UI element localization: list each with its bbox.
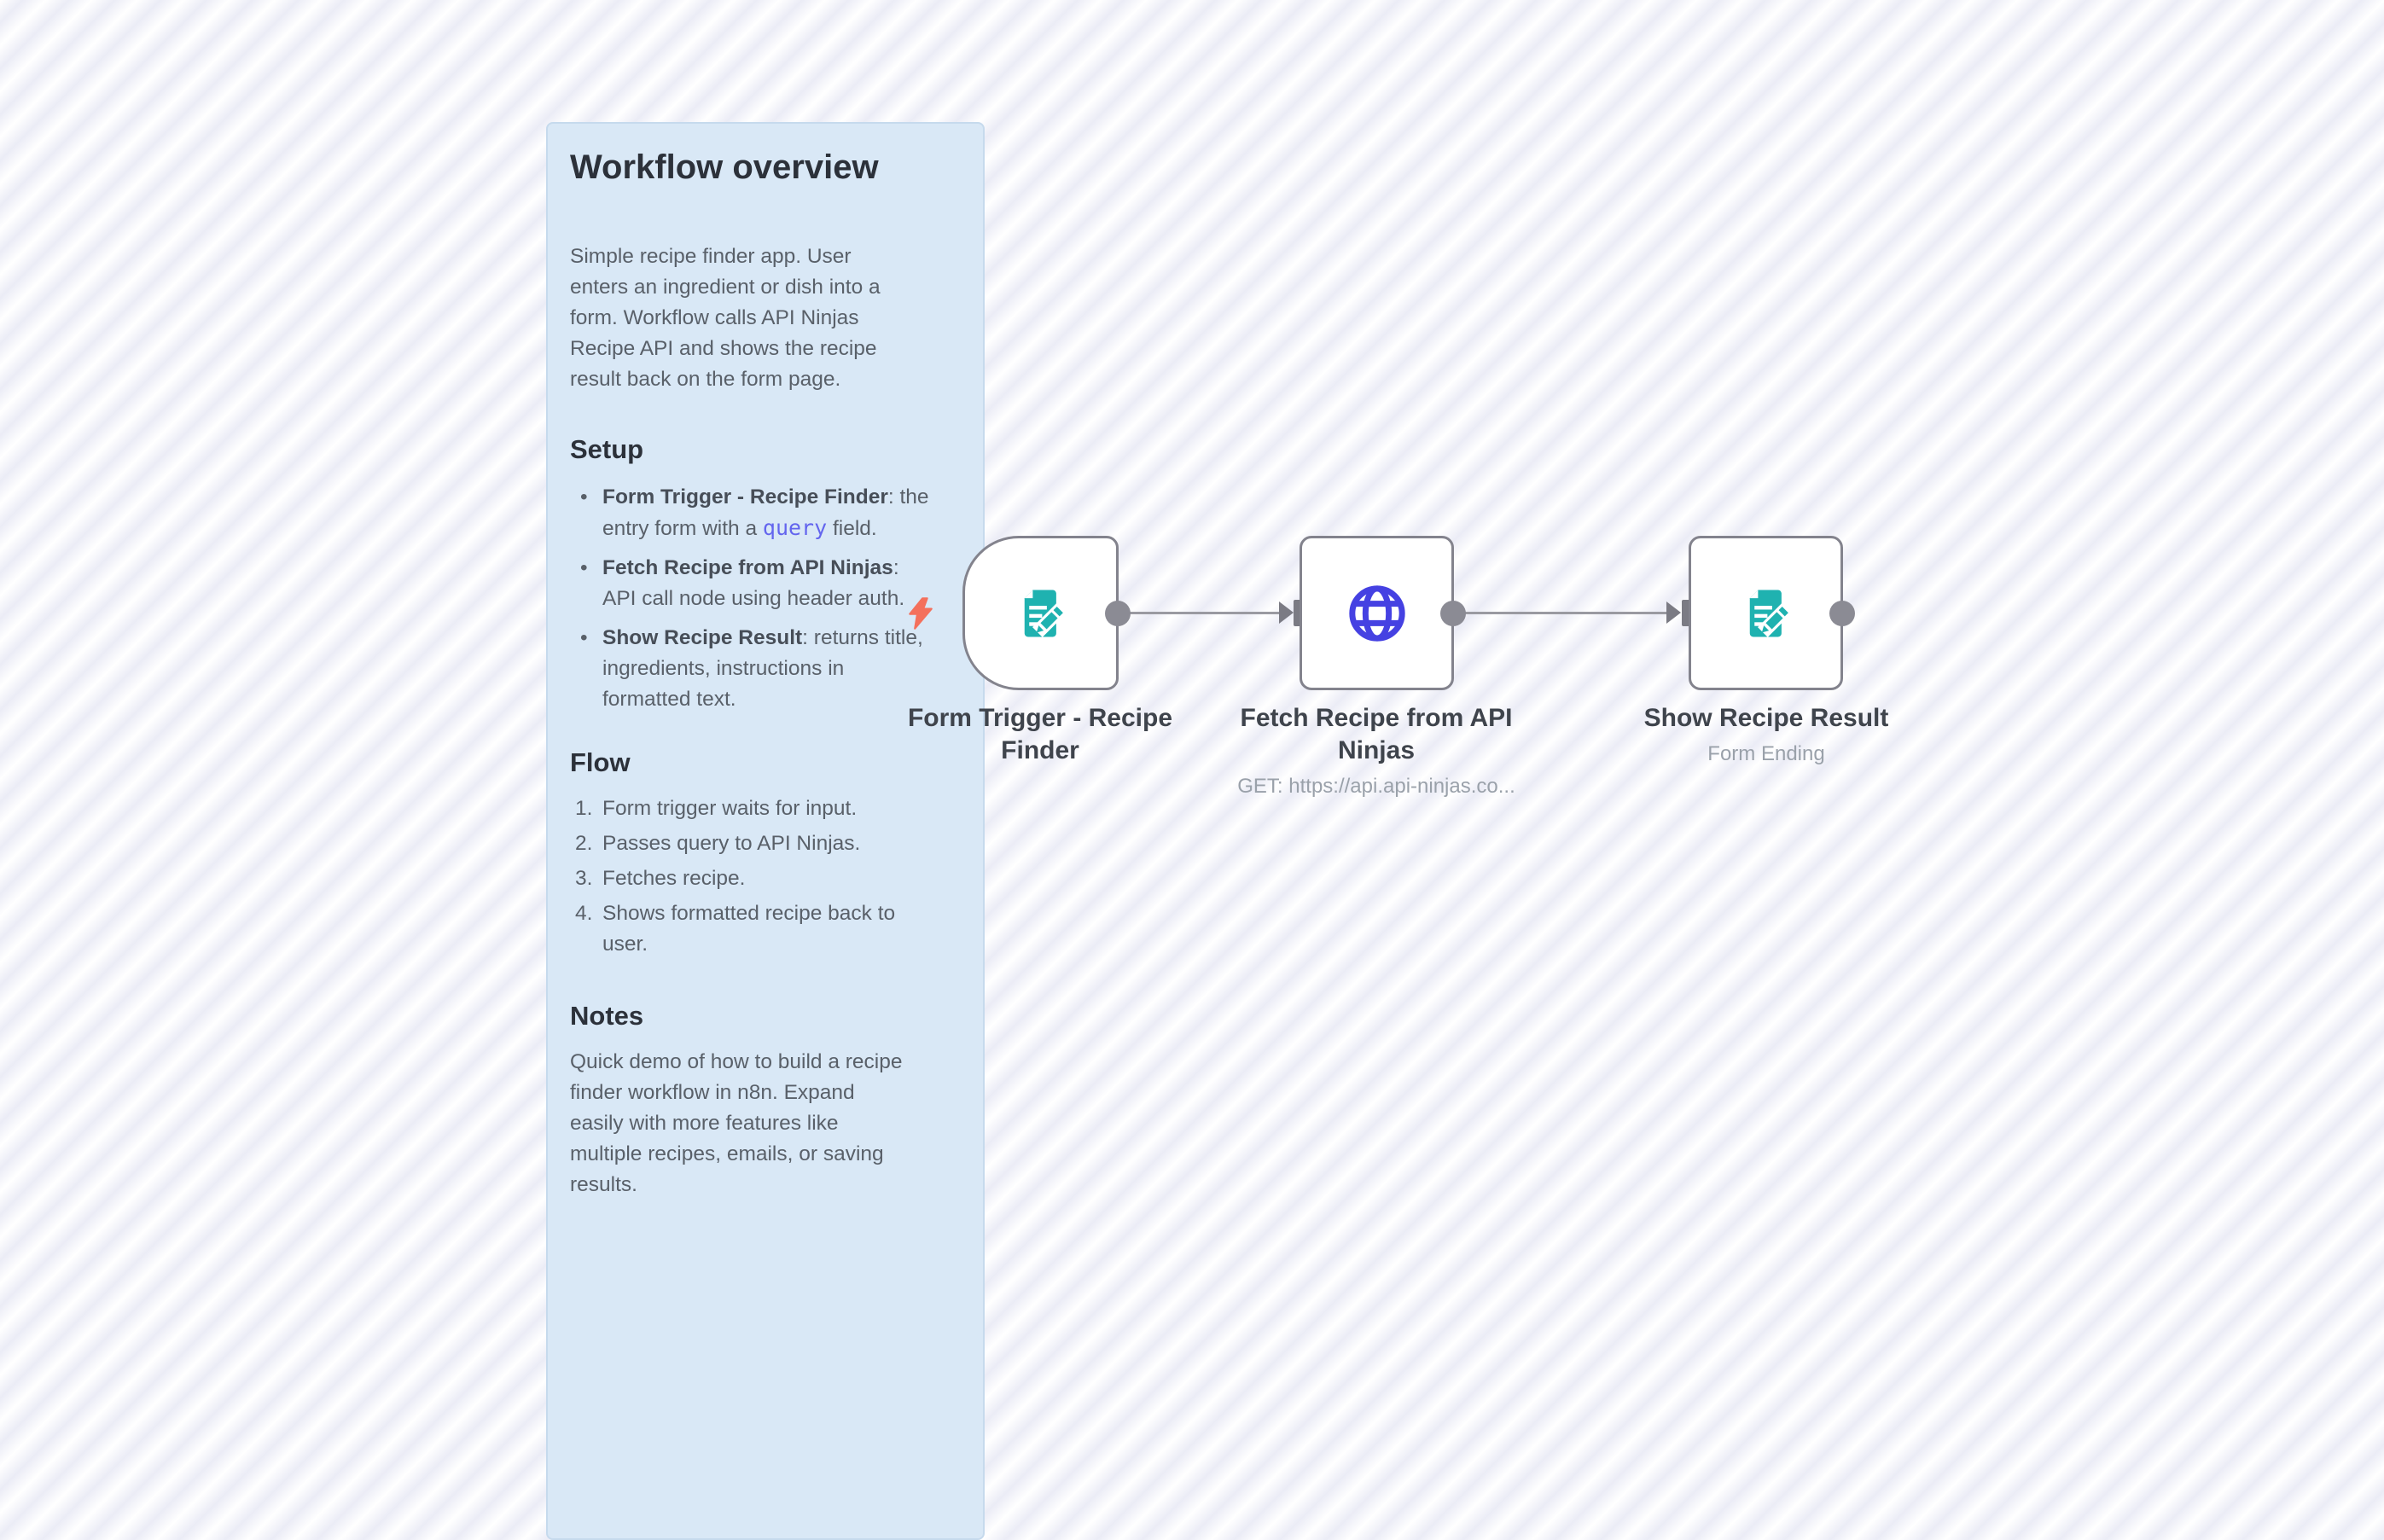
setup-item-fetch-recipe: • Fetch Recipe from API Ninjas: API call… (570, 553, 961, 614)
flow-step: 3. Fetches recipe. (570, 863, 961, 894)
connection-arrowhead (1279, 601, 1294, 624)
bullet-marker: • (580, 485, 588, 508)
sticky-title: Workflow overview (570, 148, 879, 186)
flow-step-text: Fetches recipe. (602, 867, 746, 890)
bullet-marker: • (580, 556, 588, 579)
flow-heading: Flow (570, 747, 631, 777)
node-subtitle: Form Ending (1707, 742, 1825, 765)
bullet-marker: • (580, 626, 588, 649)
notes-line: multiple recipes, emails, or saving (570, 1142, 884, 1165)
notes-line: results. (570, 1173, 637, 1196)
intro-line: result back on the form page. (570, 368, 841, 391)
node-label-fetch-recipe: Fetch Recipe from API Ninjas GET: https:… (1193, 702, 1560, 799)
lightning-icon (909, 597, 933, 630)
step-number: 1. (575, 797, 593, 820)
intro-line: Recipe API and shows the recipe (570, 337, 877, 360)
notes-heading: Notes (570, 1001, 644, 1031)
notes-line: Quick demo of how to build a recipe (570, 1050, 903, 1073)
node-form-trigger[interactable] (962, 536, 1119, 690)
setup-item-bold: Fetch Recipe from API Ninjas (602, 556, 893, 579)
form-pencil-icon (1749, 590, 1792, 637)
node-label-line: Show Recipe Result (1643, 704, 1889, 732)
setup-item-text: entry form with a (602, 517, 763, 540)
flow-step-text: Passes query to API Ninjas. (602, 832, 861, 855)
form-pencil-icon (1024, 590, 1067, 637)
output-port-show-recipe-result[interactable] (1829, 601, 1855, 626)
flow-step-text: user. (602, 933, 648, 956)
node-label-line: Fetch Recipe from API (1240, 704, 1513, 732)
node-subtitle: GET: https://api.api-ninjas.co... (1237, 775, 1515, 798)
query-code: query (762, 515, 828, 540)
connection-trigger-to-http[interactable] (1119, 612, 1282, 614)
setup-item-bold: Form Trigger - Recipe Finder (602, 485, 888, 508)
intro-line: form. Workflow calls API Ninjas (570, 306, 859, 329)
setup-item-bold: Show Recipe Result (602, 626, 803, 649)
setup-heading: Setup (570, 434, 644, 464)
step-number: 3. (575, 867, 593, 890)
connection-http-to-form[interactable] (1455, 612, 1668, 614)
flow-step-text: Shows formatted recipe back to (602, 902, 896, 925)
node-label-line: Finder (1001, 736, 1079, 764)
globe-icon (1348, 584, 1405, 642)
setup-item-text: : the (887, 485, 929, 508)
setup-item-form-trigger: • Form Trigger - Recipe Finder: the entr… (570, 482, 961, 544)
sticky-notes: Quick demo of how to build a recipe find… (570, 1047, 961, 1200)
setup-item-text: field. (827, 517, 877, 540)
flow-step: 1. Form trigger waits for input. (570, 793, 961, 824)
node-fetch-recipe[interactable] (1300, 536, 1454, 690)
output-port-form-trigger[interactable] (1105, 601, 1131, 626)
output-port-fetch-recipe[interactable] (1440, 601, 1466, 626)
setup-list: • Form Trigger - Recipe Finder: the entr… (570, 482, 961, 715)
setup-item-text: API call node using header auth. (602, 587, 905, 610)
setup-item-show-result: • Show Recipe Result: returns title, ing… (570, 623, 961, 715)
setup-item-text: ingredients, instructions in (602, 657, 845, 680)
flow-list: 1. Form trigger waits for input. 2. Pass… (570, 793, 961, 960)
setup-item-text: : (893, 556, 899, 579)
intro-line: Simple recipe finder app. User (570, 245, 852, 268)
setup-item-text: : returns title, (802, 626, 923, 649)
node-show-recipe-result[interactable] (1689, 536, 1843, 690)
node-label-line: Ninjas (1337, 736, 1416, 764)
flow-step-text: Form trigger waits for input. (602, 797, 858, 820)
flow-step: 2. Passes query to API Ninjas. (570, 828, 961, 859)
setup-item-text: formatted text. (602, 688, 736, 711)
sticky-note[interactable]: Workflow overview Simple recipe finder a… (546, 122, 985, 1540)
node-label-line: Form Trigger - Recipe (907, 704, 1173, 732)
step-number: 4. (575, 902, 593, 925)
intro-line: enters an ingredient or dish into a (570, 276, 881, 299)
sticky-intro: Simple recipe finder app. User enters an… (570, 241, 961, 395)
notes-line: finder workflow in n8n. Expand (570, 1081, 855, 1104)
node-label-form-trigger: Form Trigger - Recipe Finder (899, 702, 1181, 767)
connection-arrowhead (1666, 601, 1681, 624)
flow-step: 4. Shows formatted recipe back to user. (570, 898, 961, 960)
step-number: 2. (575, 832, 593, 855)
notes-line: easily with more features like (570, 1112, 839, 1135)
node-label-show-recipe-result: Show Recipe Result Form Ending (1596, 702, 1937, 767)
